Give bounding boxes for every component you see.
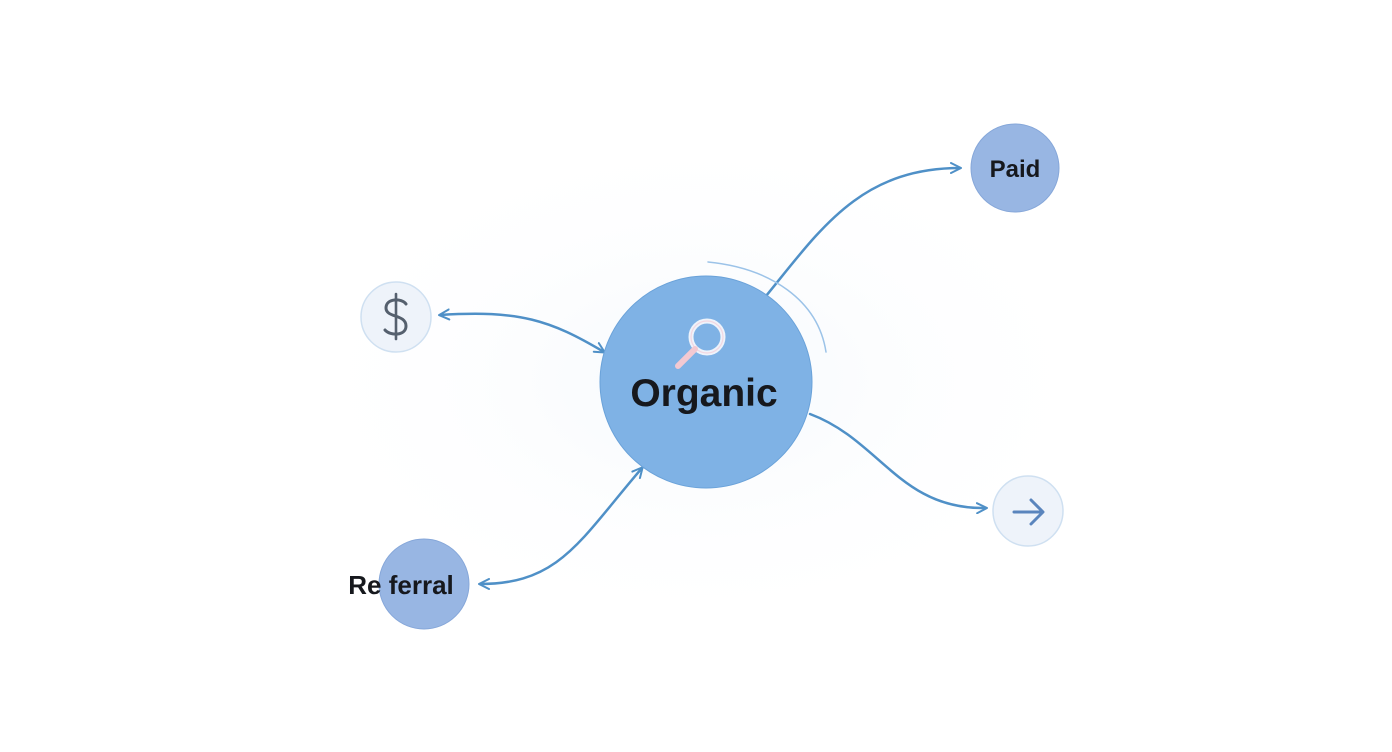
node-direct[interactable] [992,475,1064,547]
node-paid-circle [970,123,1060,213]
node-paid-label: Paid [990,156,1041,183]
arrow-right-icon [1012,498,1045,526]
magnifier-icon [675,318,726,369]
node-paid[interactable]: Paid [970,123,1060,213]
node-organic-label: Organic [630,372,777,415]
node-organic[interactable]: Organic [599,275,813,489]
node-referral-label: Re ferral [348,570,454,600]
connector-cost-organic [438,308,606,354]
connector-referral-organic [478,466,644,590]
connector-organic-direct [808,412,988,515]
node-cost[interactable] [360,281,432,353]
node-referral[interactable]: Re ferral [348,538,470,630]
organic-highlight-arc [707,261,827,353]
node-referral-circle [378,538,470,630]
dollar-icon [383,292,408,341]
node-organic-circle [599,275,813,489]
connector-organic-paid [764,162,962,298]
